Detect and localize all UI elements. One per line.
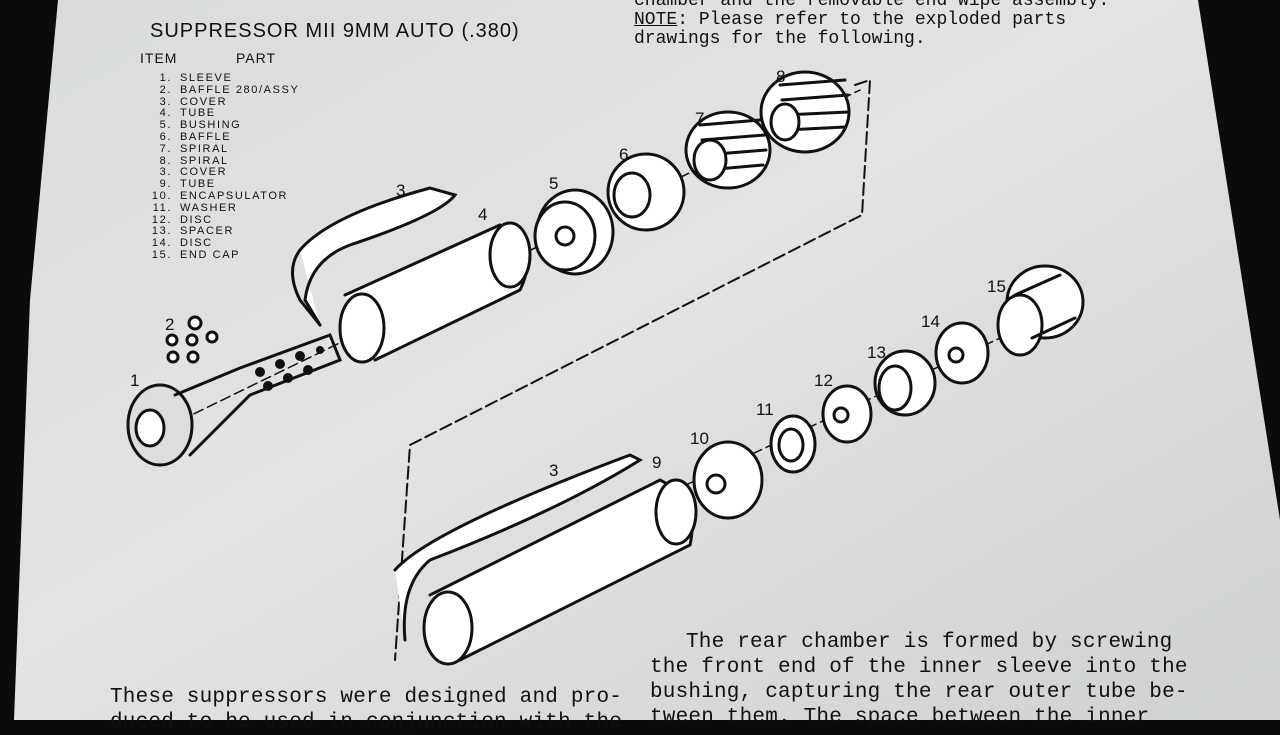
callout-4: 4	[478, 205, 487, 224]
callout-12: 12	[814, 371, 833, 390]
part-6-baffle	[606, 152, 686, 232]
parts-list-item: 8.SPIRAL	[159, 154, 229, 167]
top-text-line-0: chamber and the removable end wipe assem…	[634, 0, 1110, 11]
part-9-tube	[422, 478, 698, 666]
top-text-line-1: : Please refer to the exploded parts	[677, 10, 1067, 30]
part-8-spiral	[759, 70, 851, 154]
callout-7: 7	[695, 109, 704, 128]
bottom-right-line-3: bushing, capturing the rear outer tube b…	[650, 681, 1188, 704]
document-title: SUPPRESSOR MII 9MM AUTO (.380)	[150, 20, 520, 42]
bottom-right-line-2: the front end of the inner sleeve into t…	[650, 656, 1188, 679]
part-11-washer	[769, 414, 817, 474]
parts-list-item: 3.COVER	[159, 166, 228, 179]
part-3-cover-top	[298, 186, 458, 327]
document-photo: SUPPRESSOR MII 9MM AUTO (.380) ITEM PART…	[14, 0, 1280, 720]
callout-15: 15	[987, 277, 1006, 296]
bottom-right-line-1: The rear chamber is formed by screwing	[686, 631, 1173, 654]
parts-list-item: 10.ENCAPSULATOR	[151, 189, 289, 202]
callout-6: 6	[619, 145, 628, 164]
parts-list: 1.SLEEVE 2.BAFFLE 280/ASSY 3.COVER 4.TUB…	[132, 72, 300, 262]
bottom-left-paragraph: These suppressors were designed and pro-…	[110, 685, 622, 735]
exploded-parts-drawing: 1 2 3 4 5 6 7 8 3 9 10 11 12 13 14 15	[126, 67, 1085, 666]
callout-14: 14	[921, 312, 940, 331]
bottom-right-paragraph: The rear chamber is formed by screwing t…	[650, 630, 1188, 730]
bottom-left-line-2: duced to be used in conjunction with the	[110, 711, 623, 734]
parts-list-item: 11.WASHER	[152, 201, 238, 214]
part-4-tube	[338, 221, 532, 364]
callout-11: 11	[756, 400, 774, 419]
parts-list-item: 7.SPIRAL	[159, 142, 229, 155]
parts-list-item: 12.DISC	[151, 213, 213, 226]
parts-list-item: 3.COVER	[159, 95, 228, 108]
parts-list-item: 15.END CAP	[151, 248, 241, 261]
parts-list-item: 2.BAFFLE 280/ASSY	[159, 83, 300, 96]
parts-list-item: 9.TUBE	[159, 178, 216, 191]
callout-1: 1	[130, 371, 139, 390]
bottom-right-line-4: tween them. The space between the inner	[650, 706, 1150, 729]
part-5-bushing	[533, 188, 615, 276]
part-14-disc	[934, 321, 990, 385]
part-2-baffle-pieces	[165, 315, 219, 364]
part-1-sleeve	[126, 333, 342, 467]
bottom-left-line-1: These suppressors were designed and pro-	[110, 686, 623, 709]
callout-8: 8	[776, 67, 785, 86]
parts-list-item: 14.DISC	[151, 237, 213, 250]
part-10-encapsulator	[692, 440, 764, 520]
top-right-text: chamber and the removable end wipe assem…	[634, 0, 1109, 49]
part-15-end-cap	[996, 264, 1085, 357]
paper-sheet	[14, 0, 1280, 720]
callout-5: 5	[549, 174, 558, 193]
callout-10: 10	[690, 429, 709, 448]
note-label: NOTE	[634, 10, 678, 30]
parts-list-item: 13.SPACER	[151, 225, 235, 238]
parts-list-item: 1.SLEEVE	[159, 72, 233, 84]
parts-list-item: 5.BUSHING	[159, 119, 242, 132]
top-text-line-2: drawings for the following.	[634, 29, 926, 49]
callout-2: 2	[165, 315, 174, 334]
callout-13: 13	[867, 343, 886, 362]
part-12-disc	[821, 384, 873, 444]
part-13-spacer	[873, 349, 937, 417]
item-column-header: ITEM	[140, 50, 178, 66]
parts-list-item: 4.TUBE	[159, 107, 216, 120]
callout-3-top: 3	[396, 181, 405, 200]
part-3-cover-bottom	[393, 453, 644, 642]
part-7-spiral	[684, 110, 772, 190]
callout-9: 9	[652, 453, 661, 472]
callout-3-bottom: 3	[549, 461, 558, 480]
part-column-header: PART	[236, 50, 277, 66]
parts-list-item: 6.BAFFLE	[159, 130, 232, 143]
